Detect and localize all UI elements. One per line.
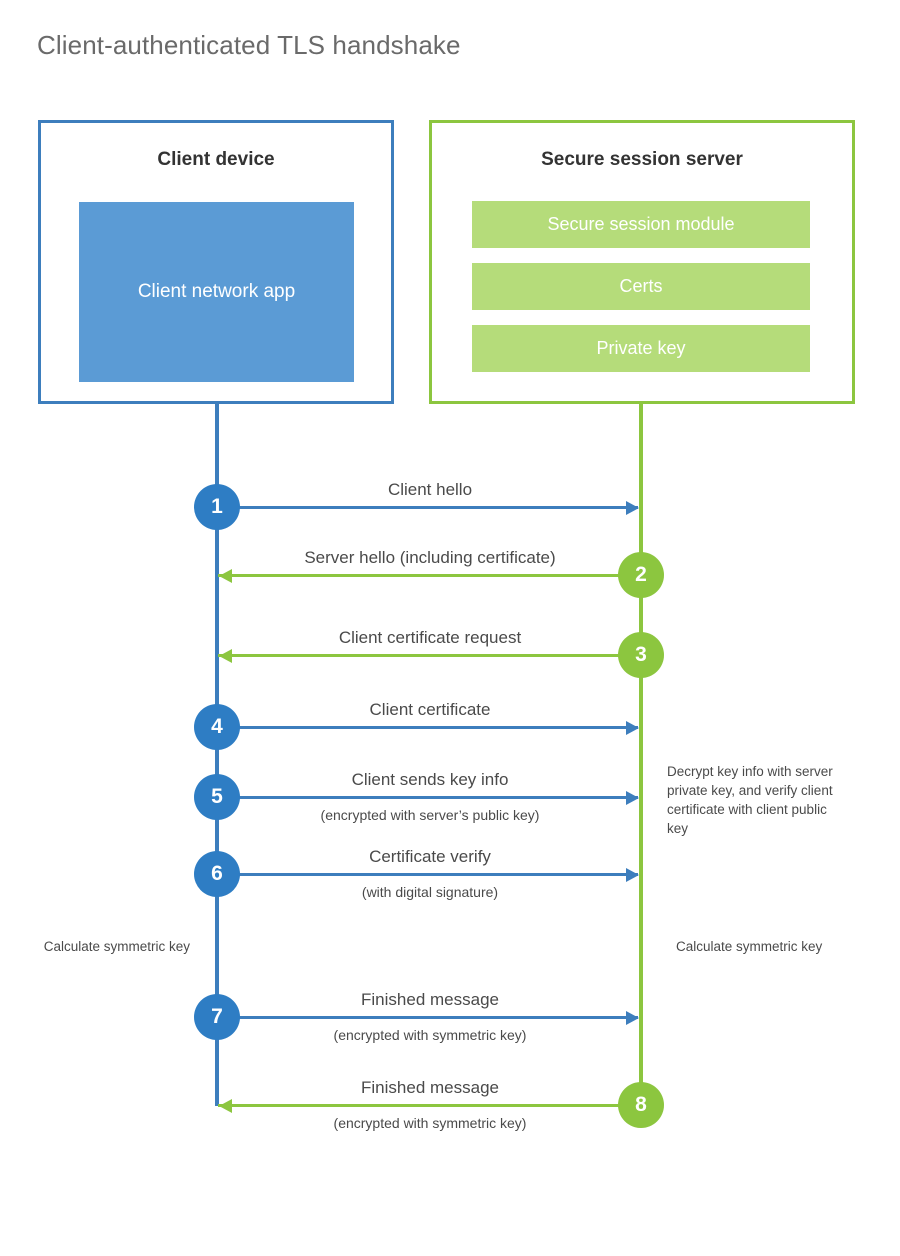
arrowhead-6 bbox=[626, 868, 639, 882]
arrowhead-3 bbox=[219, 649, 232, 663]
server-lifeline bbox=[639, 404, 643, 1106]
arrowhead-7 bbox=[626, 1011, 639, 1025]
message-label-6: Certificate verify bbox=[369, 847, 491, 866]
message-line-1 bbox=[220, 505, 638, 509]
secure-session-server-title: Secure session server bbox=[541, 149, 743, 170]
message-sublabel-8: (encrypted with symmetric key) bbox=[333, 1115, 527, 1131]
message-sublabel-7: (encrypted with symmetric key) bbox=[333, 1027, 527, 1043]
step-badge-4[interactable]: 4 bbox=[194, 704, 240, 750]
message-label-3: Client certificate request bbox=[338, 628, 522, 647]
client-device-box: Client device Client network app bbox=[38, 120, 394, 404]
message-label-4: Client certificate bbox=[369, 700, 491, 719]
step-badge-7[interactable]: 7 bbox=[194, 994, 240, 1040]
step-badge-3[interactable]: 3 bbox=[618, 632, 664, 678]
secure-session-server-box: Secure session server Secure session mod… bbox=[429, 120, 855, 404]
message-line-2 bbox=[218, 573, 640, 577]
step-badge-5[interactable]: 5 bbox=[194, 774, 240, 820]
client-network-app-block: Client network app bbox=[79, 202, 354, 382]
message-line-4 bbox=[220, 725, 638, 729]
arrowhead-2 bbox=[219, 569, 232, 583]
message-sublabel-6: (with digital signature) bbox=[361, 884, 499, 900]
step-badge-2[interactable]: 2 bbox=[618, 552, 664, 598]
server-component-certs: Certs bbox=[472, 263, 810, 310]
arrowhead-1 bbox=[626, 501, 639, 515]
message-line-3 bbox=[218, 653, 640, 657]
arrowhead-5 bbox=[626, 791, 639, 805]
server-component-private-key: Private key bbox=[472, 325, 810, 372]
message-label-1: Client hello bbox=[387, 480, 473, 499]
message-label-7: Finished message bbox=[361, 990, 499, 1009]
client-device-title: Client device bbox=[157, 149, 275, 170]
message-label-2: Server hello (including certificate) bbox=[304, 548, 556, 567]
message-sublabel-5: (encrypted with server’s public key) bbox=[320, 807, 540, 823]
message-label-8: Finished message bbox=[361, 1078, 499, 1097]
message-line-5 bbox=[220, 795, 638, 799]
step-badge-1[interactable]: 1 bbox=[194, 484, 240, 530]
message-line-8 bbox=[218, 1103, 640, 1107]
message-line-6 bbox=[220, 872, 638, 876]
message-label-5: Client sends key info bbox=[351, 770, 509, 789]
arrowhead-4 bbox=[626, 721, 639, 735]
step-badge-8[interactable]: 8 bbox=[618, 1082, 664, 1128]
note-server-calculate-symmetric-key: Calculate symmetric key bbox=[676, 939, 823, 954]
server-component-secure-session-module: Secure session module bbox=[472, 201, 810, 248]
client-lifeline bbox=[215, 404, 219, 1106]
message-line-7 bbox=[220, 1015, 638, 1019]
note-client-calculate-symmetric-key: Calculate symmetric key bbox=[43, 939, 190, 954]
arrowhead-8 bbox=[219, 1099, 232, 1113]
note-server-decrypt: Decrypt key info with server private key… bbox=[667, 764, 833, 837]
step-badge-6[interactable]: 6 bbox=[194, 851, 240, 897]
page-title: Client-authenticated TLS handshake bbox=[37, 30, 461, 60]
